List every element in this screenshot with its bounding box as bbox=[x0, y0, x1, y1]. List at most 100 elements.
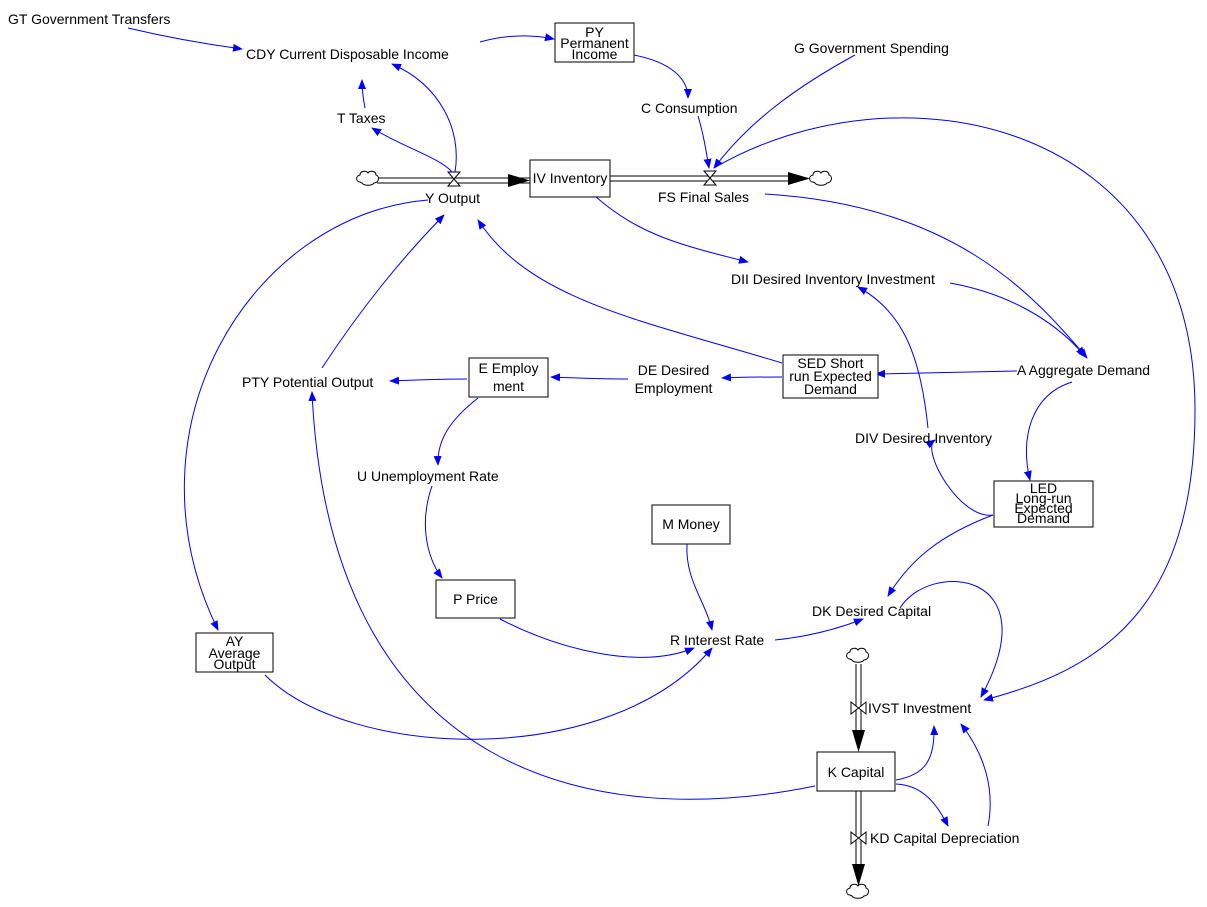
node-m[interactable]: M Money bbox=[651, 504, 731, 545]
node-led[interactable]: LED Long-run Expected Demand bbox=[993, 480, 1094, 528]
pty-label[interactable]: PTY Potential Output bbox=[242, 374, 373, 390]
a-label[interactable]: A Aggregate Demand bbox=[1017, 362, 1150, 378]
p-box bbox=[435, 579, 516, 619]
link-pty-to-y bbox=[321, 214, 445, 369]
led-label-line4: Demand bbox=[1017, 510, 1070, 526]
link-ay-to-r bbox=[264, 647, 713, 740]
m-label: M Money bbox=[662, 516, 720, 532]
link-t-to-cdy bbox=[358, 79, 367, 109]
cloud-source-investment bbox=[846, 647, 869, 663]
node-p[interactable]: P Price bbox=[435, 579, 516, 619]
link-r-to-dk bbox=[774, 618, 864, 641]
node-iv[interactable]: IV Inventory bbox=[529, 159, 611, 198]
investment-flow-arrowhead bbox=[852, 730, 865, 752]
link-a-to-led bbox=[1023, 381, 1073, 481]
link-p-to-r bbox=[499, 618, 695, 658]
cdy-label[interactable]: CDY Current Disposable Income bbox=[246, 46, 449, 62]
link-sed-to-y bbox=[477, 219, 783, 364]
cloud-source-output bbox=[356, 170, 379, 186]
py-label-line1: PY bbox=[585, 24, 604, 40]
py-label-line3: Income bbox=[572, 46, 618, 62]
node-ay[interactable]: AY Average Output bbox=[195, 632, 274, 673]
node-e[interactable]: E Employ ment bbox=[468, 357, 549, 398]
cloud-sink-depreciation bbox=[846, 883, 869, 899]
ay-box bbox=[195, 632, 274, 673]
led-box bbox=[993, 480, 1094, 528]
link-gt-to-cdy bbox=[127, 27, 243, 52]
div-label[interactable]: DIV Desired Inventory bbox=[855, 430, 992, 446]
causal-links bbox=[127, 27, 1196, 827]
py-box bbox=[554, 22, 635, 63]
node-k[interactable]: K Capital bbox=[816, 751, 896, 792]
link-div-to-dii bbox=[857, 286, 929, 429]
iv-label: IV Inventory bbox=[533, 170, 608, 186]
e-label-line2: ment bbox=[493, 378, 524, 394]
de-label-line2[interactable]: Employment bbox=[635, 380, 713, 396]
led-label-line1: LED bbox=[1030, 480, 1057, 496]
e-box bbox=[468, 357, 549, 398]
k-label: K Capital bbox=[828, 764, 885, 780]
u-label[interactable]: U Unemployment Rate bbox=[357, 468, 499, 484]
link-kd-to-ivst bbox=[960, 723, 991, 827]
g-label[interactable]: G Government Spending bbox=[794, 40, 949, 56]
iv-box bbox=[529, 159, 611, 198]
sed-box bbox=[782, 354, 879, 399]
c-label[interactable]: C Consumption bbox=[641, 100, 738, 116]
output-flow-arrowhead bbox=[508, 174, 530, 187]
led-label-line3: Expected bbox=[1014, 500, 1072, 516]
link-de-to-e bbox=[550, 373, 629, 382]
valve-depreciation bbox=[850, 830, 867, 846]
sed-label-line2: run Expected bbox=[789, 368, 872, 384]
link-y-to-t bbox=[371, 127, 453, 173]
led-label-line2: Long-run bbox=[1015, 490, 1071, 506]
depreciation-flow-arrowhead bbox=[852, 864, 865, 886]
link-led-to-dk bbox=[887, 514, 994, 597]
link-c-to-fs bbox=[697, 115, 712, 169]
link-sed-to-de bbox=[721, 373, 783, 382]
fs-label[interactable]: FS Final Sales bbox=[658, 189, 749, 205]
link-k-to-ivst bbox=[895, 725, 939, 781]
ivst-label[interactable]: IVST Investment bbox=[868, 700, 971, 716]
link-u-to-p bbox=[424, 485, 443, 579]
link-k-to-kd bbox=[895, 783, 949, 827]
sales-flow-arrowhead bbox=[788, 172, 810, 185]
t-label[interactable]: T Taxes bbox=[337, 110, 386, 126]
link-fs-to-ivst bbox=[713, 117, 1196, 702]
link-dii-to-a bbox=[949, 282, 1086, 357]
link-a-to-sed bbox=[875, 369, 1018, 378]
link-y-to-ay bbox=[183, 199, 429, 631]
node-py[interactable]: PY Permanent Income bbox=[554, 22, 635, 63]
ay-label-line3: Output bbox=[213, 656, 255, 672]
link-g-to-fs bbox=[713, 54, 856, 169]
dk-label[interactable]: DK Desired Capital bbox=[812, 603, 931, 619]
k-box bbox=[816, 751, 896, 792]
kd-label[interactable]: KD Capital Depreciation bbox=[870, 830, 1019, 846]
link-led-to-div bbox=[925, 439, 994, 516]
flow-pipes bbox=[377, 172, 865, 886]
ay-label-line1: AY bbox=[226, 633, 244, 649]
py-label-line2: Permanent bbox=[560, 35, 629, 51]
link-py-to-c bbox=[633, 54, 692, 99]
link-e-to-pty bbox=[389, 376, 468, 385]
link-e-to-u bbox=[433, 397, 479, 466]
e-label-line1: E Employ bbox=[479, 360, 539, 376]
de-label-line1[interactable]: DE Desired bbox=[638, 362, 710, 378]
valve-investment bbox=[850, 700, 867, 716]
auxiliary-labels: GT Government Transfers CDY Current Disp… bbox=[8, 11, 1150, 846]
link-y-to-cdy bbox=[391, 63, 457, 173]
valve-output bbox=[446, 171, 462, 187]
link-m-to-r bbox=[686, 543, 714, 631]
p-label: P Price bbox=[453, 591, 498, 607]
link-fs-to-a bbox=[764, 193, 1088, 359]
gt-label[interactable]: GT Government Transfers bbox=[8, 11, 170, 27]
y-label[interactable]: Y Output bbox=[425, 190, 480, 206]
node-sed[interactable]: SED Short run Expected Demand bbox=[782, 354, 879, 399]
link-dk-to-ivst bbox=[899, 581, 1003, 698]
link-cdy-to-py bbox=[479, 33, 555, 43]
r-label[interactable]: R Interest Rate bbox=[670, 632, 764, 648]
dii-label[interactable]: DII Desired Inventory Investment bbox=[731, 271, 935, 287]
ay-label-line2: Average bbox=[209, 645, 261, 661]
sed-label-line1: SED Short bbox=[797, 355, 863, 371]
sed-label-line3: Demand bbox=[804, 381, 857, 397]
